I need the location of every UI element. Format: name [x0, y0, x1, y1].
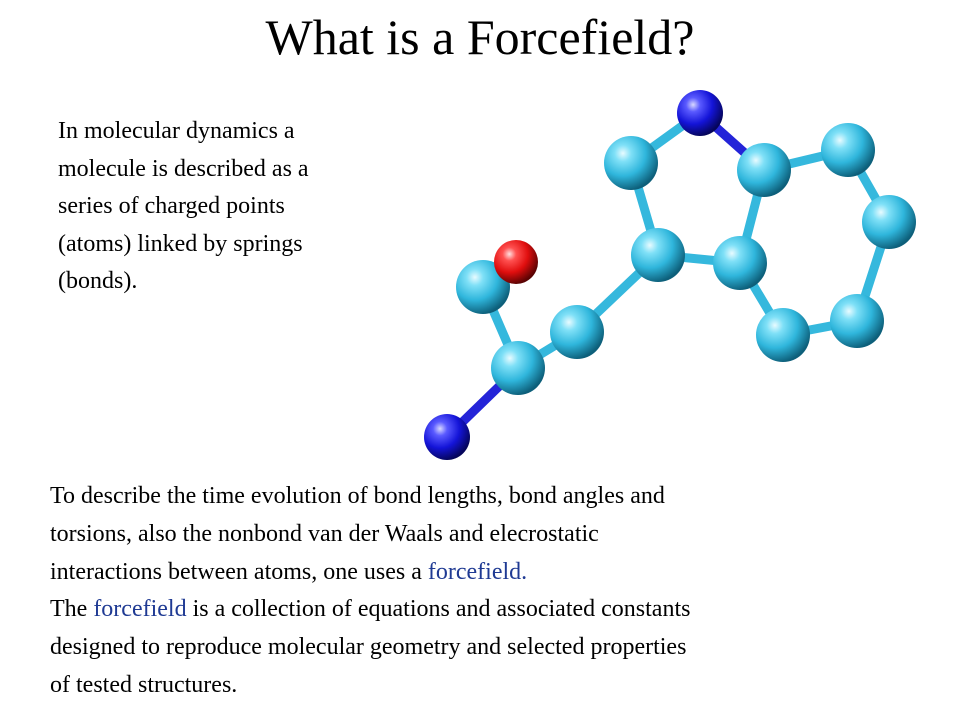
body-line: The forcefield is a collection of equati…: [50, 591, 930, 629]
carbon-atom: [604, 136, 658, 190]
body-line: torsions, also the nonbond van der Waals…: [50, 520, 599, 547]
nitrogen-atom: [677, 90, 723, 136]
intro-line: molecule is described as a: [58, 155, 309, 182]
carbon-atom: [830, 294, 884, 348]
carbon-atom: [737, 143, 791, 197]
intro-paragraph: In molecular dynamics a molecule is desc…: [58, 113, 403, 301]
intro-line: In molecular dynamics a: [58, 118, 295, 144]
body-line: interactions between atoms, one uses a f…: [50, 554, 930, 592]
body-line: designed to reproduce molecular geometry…: [50, 634, 687, 661]
body-line: of tested structures.: [50, 671, 238, 698]
forcefield-keyword: forcefield: [93, 596, 187, 623]
carbon-atom: [631, 228, 685, 282]
carbon-atom: [713, 236, 767, 290]
forcefield-keyword: forcefield.: [427, 558, 528, 585]
nitrogen-atom: [424, 414, 470, 460]
carbon-atom: [550, 305, 604, 359]
carbon-atom: [491, 341, 545, 395]
carbon-atom: [862, 195, 916, 249]
body-text-segment: The: [50, 596, 94, 623]
body-text-segment: interactions between atoms, one uses a: [50, 558, 428, 585]
body-paragraph: To describe the time evolution of bond l…: [50, 478, 930, 705]
body-text-segment: is a collection of equations and associa…: [186, 596, 691, 623]
intro-line: (bonds).: [58, 268, 138, 294]
carbon-atom: [821, 123, 875, 177]
atoms: [424, 90, 916, 460]
intro-line: (atoms) linked by springs: [58, 230, 303, 257]
carbon-atom: [756, 308, 810, 362]
oxygen-atom: [494, 240, 538, 284]
carbon-atom: [456, 260, 510, 314]
slide-title: What is a Forcefield?: [265, 9, 695, 65]
body-line: To describe the time evolution of bond l…: [50, 483, 665, 509]
intro-line: series of charged points: [58, 193, 285, 219]
